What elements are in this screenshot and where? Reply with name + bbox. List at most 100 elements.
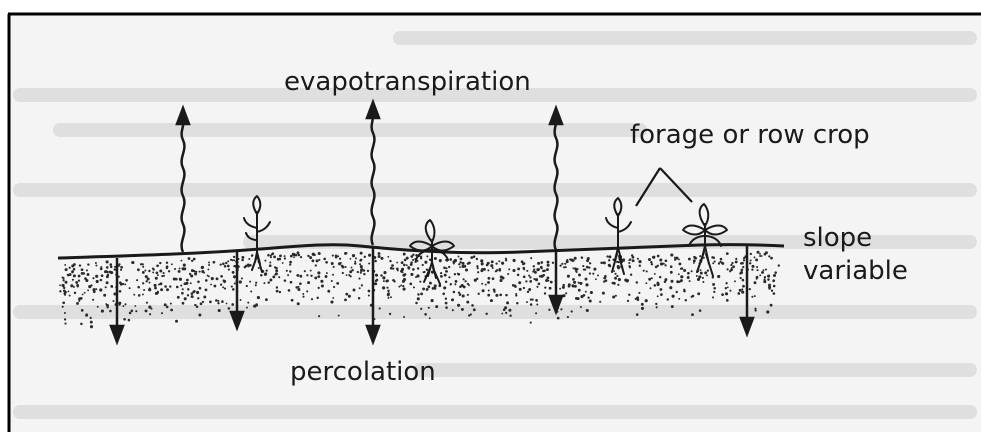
soil-dot <box>338 315 340 317</box>
soil-dot <box>110 266 113 269</box>
soil-dot <box>449 258 452 261</box>
soil-dot <box>265 298 268 301</box>
soil-dot <box>345 293 348 296</box>
soil-dot <box>588 266 590 268</box>
soil-dot <box>445 298 447 300</box>
soil-dot <box>260 274 263 277</box>
soil-dot <box>678 259 680 261</box>
soil-dot <box>109 310 112 313</box>
soil-dot <box>683 269 686 272</box>
soil-dot <box>540 261 543 264</box>
soil-dot <box>461 308 464 311</box>
soil-dot <box>628 294 630 296</box>
soil-dot <box>693 262 695 264</box>
soil-dot <box>157 274 159 276</box>
soil-dot <box>628 262 630 264</box>
soil-dot <box>513 259 516 262</box>
soil-dot <box>75 281 78 284</box>
soil-dot <box>648 278 651 281</box>
soil-dot <box>448 266 450 268</box>
soil-dot <box>571 310 573 312</box>
soil-dot <box>302 296 304 298</box>
soil-dot <box>354 262 356 264</box>
soil-dot <box>297 251 300 254</box>
soil-dot <box>194 304 196 306</box>
soil-dot <box>515 294 517 296</box>
soil-dot <box>270 255 272 257</box>
soil-dot <box>768 286 771 289</box>
soil-dot <box>742 266 744 268</box>
soil-dot <box>536 286 538 288</box>
soil-dot <box>530 322 532 324</box>
soil-dot <box>119 290 122 293</box>
soil-dot <box>471 256 473 258</box>
soil-dot <box>100 279 103 282</box>
soil-dot <box>176 286 179 289</box>
soil-dot <box>547 264 550 267</box>
soil-dot <box>712 283 715 286</box>
soil-dot <box>284 255 286 257</box>
soil-dot <box>62 301 65 304</box>
soil-dot <box>751 265 754 268</box>
soil-dot <box>230 259 232 261</box>
soil-dot <box>318 315 320 317</box>
soil-dot <box>740 277 742 279</box>
soil-dot <box>586 266 589 269</box>
soil-dot <box>182 288 184 290</box>
soil-dot <box>177 296 180 299</box>
soil-dot <box>269 279 272 282</box>
soil-dot <box>695 257 698 260</box>
soil-dot <box>233 259 235 261</box>
soil-dot <box>129 287 131 289</box>
soil-dot <box>129 312 132 315</box>
soil-dot <box>360 259 362 261</box>
soil-dot <box>697 292 700 295</box>
soil-dot <box>149 313 151 315</box>
soil-dot <box>608 255 611 258</box>
soil-dot <box>275 267 278 270</box>
soil-dot <box>114 266 116 268</box>
soil-dot <box>756 278 758 280</box>
soil-dot <box>106 260 109 263</box>
soil-dot <box>205 289 208 292</box>
soil-dot <box>360 265 362 267</box>
soil-dot <box>251 254 253 256</box>
soil-dot <box>431 299 434 302</box>
soil-dot <box>368 290 371 293</box>
soil-dot <box>382 286 385 289</box>
soil-dot <box>426 288 429 291</box>
soil-dot <box>125 279 128 282</box>
soil-dot <box>559 264 561 266</box>
soil-dot <box>202 266 204 268</box>
soil-dot <box>528 288 531 291</box>
soil-dot <box>498 269 501 272</box>
soil-dot <box>672 295 675 298</box>
soil-dot <box>101 274 104 277</box>
soil-dot <box>248 258 250 260</box>
variable-label: variable <box>803 256 908 286</box>
soil-dot <box>292 253 295 256</box>
soil-dot <box>378 255 381 258</box>
soil-dot <box>772 279 775 282</box>
soil-dot <box>74 292 76 294</box>
soil-dot <box>628 265 630 267</box>
soil-dot <box>730 264 732 266</box>
soil-dot <box>462 265 465 268</box>
soil-dot <box>735 260 738 263</box>
soil-dot <box>398 286 400 288</box>
soil-dot <box>538 283 541 286</box>
soil-dot <box>505 294 508 297</box>
soil-dot <box>380 274 382 276</box>
soil-dot <box>267 281 269 283</box>
soil-dot <box>654 284 657 287</box>
soil-dot <box>131 261 134 264</box>
soil-dot <box>589 262 591 264</box>
soil-dot <box>81 272 84 275</box>
soil-dot <box>144 270 146 272</box>
soil-dot <box>498 260 500 262</box>
soil-dot <box>700 272 703 275</box>
soil-dot <box>73 263 76 266</box>
soil-dot <box>109 271 112 274</box>
soil-dot <box>314 254 316 256</box>
